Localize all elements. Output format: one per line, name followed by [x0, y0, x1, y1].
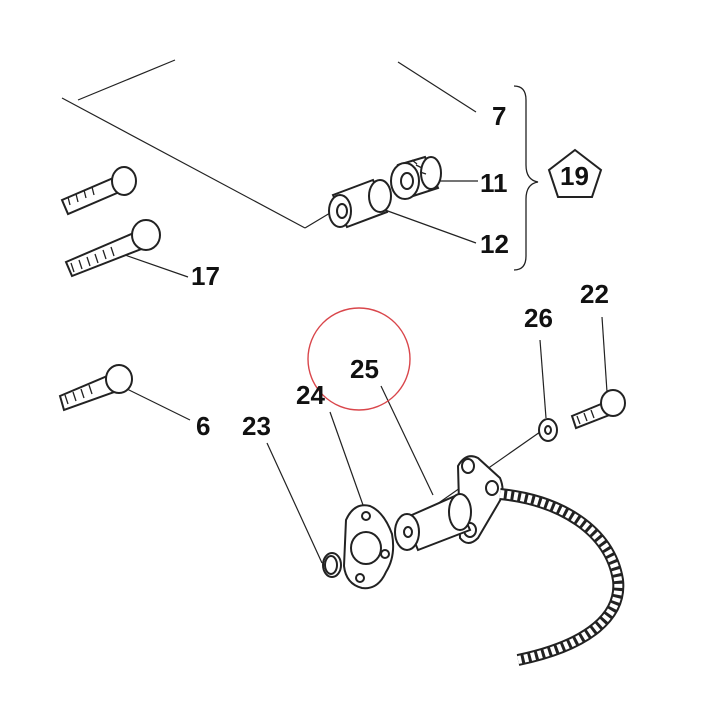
label-23: 23 [242, 411, 271, 441]
rubber-ring-11 [390, 155, 442, 200]
washer-26 [538, 418, 558, 442]
sensor-25 [394, 455, 504, 552]
bolt-17 [64, 219, 161, 278]
callout-labels: 7 11 12 19 17 6 22 26 25 24 23 [191, 101, 609, 441]
label-22: 22 [580, 279, 609, 309]
bolt-6 [58, 364, 133, 412]
sensor-cable [499, 488, 625, 666]
group-bracket [513, 85, 539, 271]
housing-outline [61, 59, 336, 229]
gasket-24 [342, 504, 395, 590]
cap-screw-22 [570, 389, 626, 430]
label-6: 6 [196, 411, 210, 441]
label-25: 25 [350, 354, 379, 384]
label-7: 7 [492, 101, 506, 131]
label-19: 19 [560, 161, 589, 191]
bolt-upper [60, 166, 137, 216]
o-ring-23 [322, 552, 342, 578]
label-24: 24 [296, 380, 325, 410]
label-26: 26 [524, 303, 553, 333]
bushing-12 [328, 178, 392, 229]
highlight-circle [307, 307, 411, 411]
group-19-pentagon [547, 148, 603, 198]
label-17: 17 [191, 261, 220, 291]
label-11: 11 [480, 168, 508, 198]
label-12: 12 [480, 229, 509, 259]
